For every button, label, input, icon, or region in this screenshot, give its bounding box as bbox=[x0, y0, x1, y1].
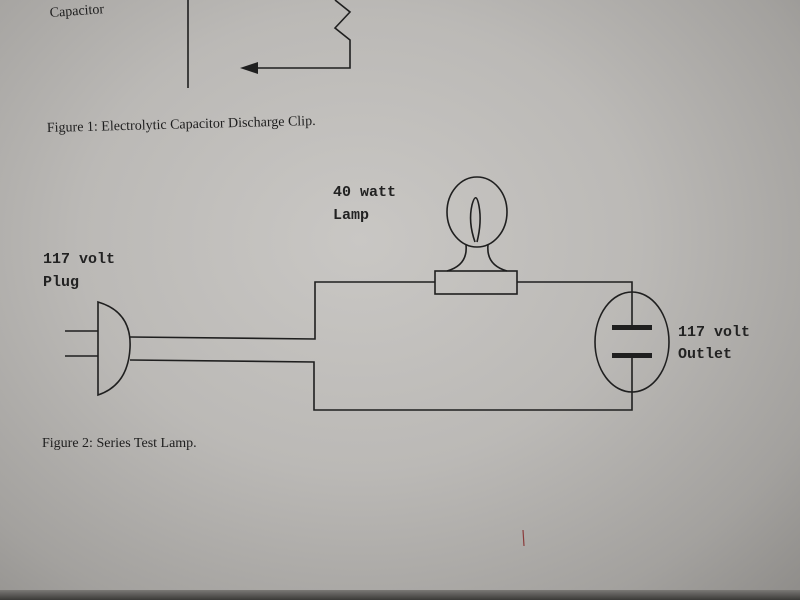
arrow-icon bbox=[240, 62, 258, 74]
figure-2-caption: Figure 2: Series Test Lamp. bbox=[42, 436, 197, 451]
outlet-label-line2: Outlet bbox=[678, 346, 732, 363]
page-bottom-edge bbox=[0, 590, 800, 600]
wire-lamp-outlet bbox=[517, 281, 633, 292]
capacitor-label: Capacitor bbox=[49, 2, 105, 21]
figure-1-discharge-clip: Capacitor Figure 1: Electrolytic Capacit… bbox=[47, 0, 352, 136]
lamp-label-line1: 40 watt bbox=[333, 184, 396, 201]
wire-top bbox=[129, 281, 435, 340]
resistor-zigzag-wire bbox=[255, 0, 352, 69]
figure-2-series-test-lamp: 40 watt Lamp 117 volt Plug 117 volt Outl… bbox=[42, 176, 750, 451]
plug-label-line2: Plug bbox=[43, 274, 79, 291]
wire-bottom bbox=[129, 359, 633, 411]
plug-icon bbox=[65, 300, 131, 397]
figure-1-caption: Figure 1: Electrolytic Capacitor Dischar… bbox=[47, 114, 316, 136]
lamp-bulb-icon bbox=[434, 176, 518, 295]
outlet-icon bbox=[594, 291, 670, 393]
outlet-label-line1: 117 volt bbox=[678, 324, 750, 341]
lamp-label-line2: Lamp bbox=[333, 207, 369, 224]
pen-mark bbox=[522, 529, 525, 547]
plug-label-line1: 117 volt bbox=[43, 251, 115, 268]
